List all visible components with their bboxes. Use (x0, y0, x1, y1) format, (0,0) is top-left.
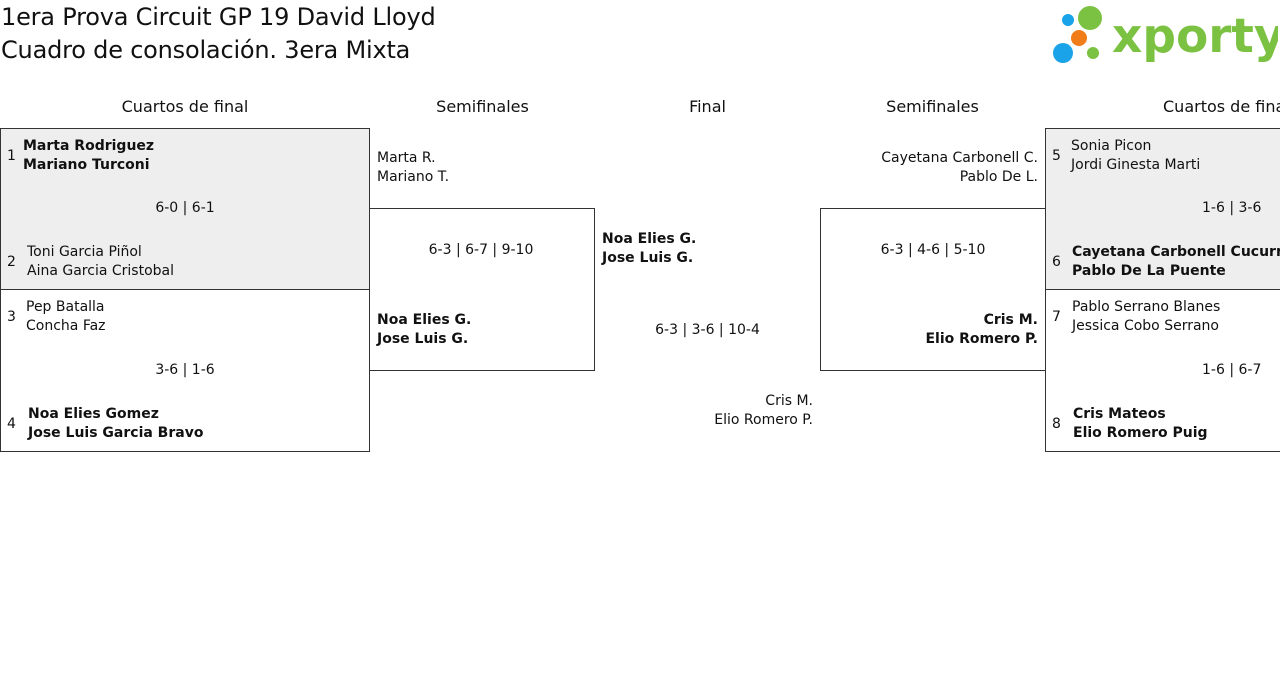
team-6: Cayetana Carbonell Cucurny Pablo De La P… (1072, 243, 1280, 281)
match-qf-right-1[interactable]: 5 Sonia Picon Jordi Ginesta Marti 1-6 | … (1045, 128, 1280, 290)
team-2: Toni Garcia Piñol Aina Garcia Cristobal (27, 243, 174, 281)
player-name: Jordi Ginesta Marti (1071, 157, 1201, 173)
match-score: 6-0 | 6-1 (155, 200, 215, 216)
player-name: Jose Luis G. (377, 331, 469, 347)
player-name: Elio Romero P. (925, 331, 1038, 347)
team-5: Sonia Picon Jordi Ginesta Marti (1071, 137, 1200, 175)
player-name: Mariano Turconi (23, 157, 150, 173)
match-qf-left-1[interactable]: 1 Marta Rodriguez Mariano Turconi 6-0 | … (0, 128, 370, 290)
round-header-qf-right: Cuartos de final (1163, 97, 1280, 116)
player-name: Noa Elies G. (602, 231, 697, 247)
team-7: Pablo Serrano Blanes Jessica Cobo Serran… (1072, 298, 1220, 336)
match-qf-left-2[interactable]: 3 Pep Batalla Concha Faz 3-6 | 1-6 4 Noa… (0, 289, 370, 452)
player-name: Cris M. (983, 312, 1038, 328)
seed-number: 1 (7, 148, 16, 164)
player-name: Pablo De L. (959, 169, 1038, 185)
team-3: Pep Batalla Concha Faz (26, 298, 106, 336)
match-qf-right-2[interactable]: 7 Pablo Serrano Blanes Jessica Cobo Serr… (1045, 289, 1280, 452)
sf-right-team-2: Cris M. Elio Romero P. (831, 311, 1038, 349)
player-name: Mariano T. (377, 169, 450, 185)
final-team-1: Noa Elies G. Jose Luis G. (602, 230, 696, 268)
player-name: Marta R. (377, 150, 436, 166)
match-score: 6-3 | 6-7 | 9-10 (428, 242, 534, 258)
xporty-logo[interactable]: xporty (1050, 2, 1280, 68)
tournament-title: 1era Prova Circuit GP 19 David Lloyd (1, 3, 436, 31)
player-name: Toni Garcia Piñol (27, 244, 142, 260)
sf-right-team-1: Cayetana Carbonell C. Pablo De L. (830, 149, 1038, 187)
round-header-qf-left: Cuartos de final (121, 97, 249, 116)
logo-text: xporty (1112, 9, 1278, 64)
player-name: Pablo De La Puente (1072, 263, 1226, 279)
match-score: 6-3 | 4-6 | 5-10 (880, 242, 986, 258)
seed-number: 8 (1052, 416, 1061, 432)
player-name: Aina Garcia Cristobal (27, 263, 174, 279)
player-name: Pep Batalla (26, 299, 105, 315)
round-header-final: Final (689, 97, 726, 116)
draw-subtitle: Cuadro de consolación. 3era Mixta (1, 36, 411, 64)
seed-number: 5 (1052, 148, 1061, 164)
player-name: Cayetana Carbonell Cucurny (1072, 244, 1280, 260)
match-sf-right[interactable]: 6-3 | 4-6 | 5-10 Cris M. Elio Romero P. (820, 208, 1046, 371)
match-sf-left[interactable]: 6-3 | 6-7 | 9-10 Noa Elies G. Jose Luis … (369, 208, 595, 371)
xporty-logo-icon: xporty (1053, 6, 1280, 64)
player-name: Concha Faz (26, 318, 106, 334)
match-score: 1-6 | 3-6 (1202, 200, 1262, 216)
sf-left-team-2: Noa Elies G. Jose Luis G. (377, 311, 471, 349)
player-name: Jessica Cobo Serrano (1072, 318, 1219, 334)
seed-number: 3 (7, 309, 16, 325)
seed-number: 2 (7, 254, 16, 270)
player-name: Cris Mateos (1073, 406, 1166, 422)
player-name: Cris M. (765, 393, 813, 409)
match-score: 3-6 | 1-6 (155, 362, 215, 378)
final-score: 6-3 | 3-6 | 10-4 (655, 322, 760, 338)
seed-number: 6 (1052, 254, 1061, 270)
player-name: Jose Luis G. (602, 250, 694, 266)
sf-left-team-1: Marta R. Mariano T. (377, 149, 449, 187)
round-header-sf-left: Semifinales (436, 97, 529, 116)
player-name: Marta Rodriguez (23, 138, 155, 154)
team-8: Cris Mateos Elio Romero Puig (1073, 405, 1208, 443)
player-name: Cayetana Carbonell C. (881, 150, 1038, 166)
player-name: Sonia Picon (1071, 138, 1152, 154)
player-name: Pablo Serrano Blanes (1072, 299, 1221, 315)
player-name: Noa Elies Gomez (28, 406, 159, 422)
seed-number: 4 (7, 416, 16, 432)
round-header-sf-right: Semifinales (886, 97, 979, 116)
player-name: Elio Romero Puig (1073, 425, 1208, 441)
player-name: Noa Elies G. (377, 312, 472, 328)
player-name: Jose Luis Garcia Bravo (28, 425, 204, 441)
seed-number: 7 (1052, 309, 1061, 325)
team-4: Noa Elies Gomez Jose Luis Garcia Bravo (28, 405, 203, 443)
team-1: Marta Rodriguez Mariano Turconi (23, 137, 154, 175)
player-name: Elio Romero P. (714, 412, 813, 428)
match-score: 1-6 | 6-7 (1202, 362, 1262, 378)
final-team-2: Cris M. Elio Romero P. (620, 392, 813, 430)
